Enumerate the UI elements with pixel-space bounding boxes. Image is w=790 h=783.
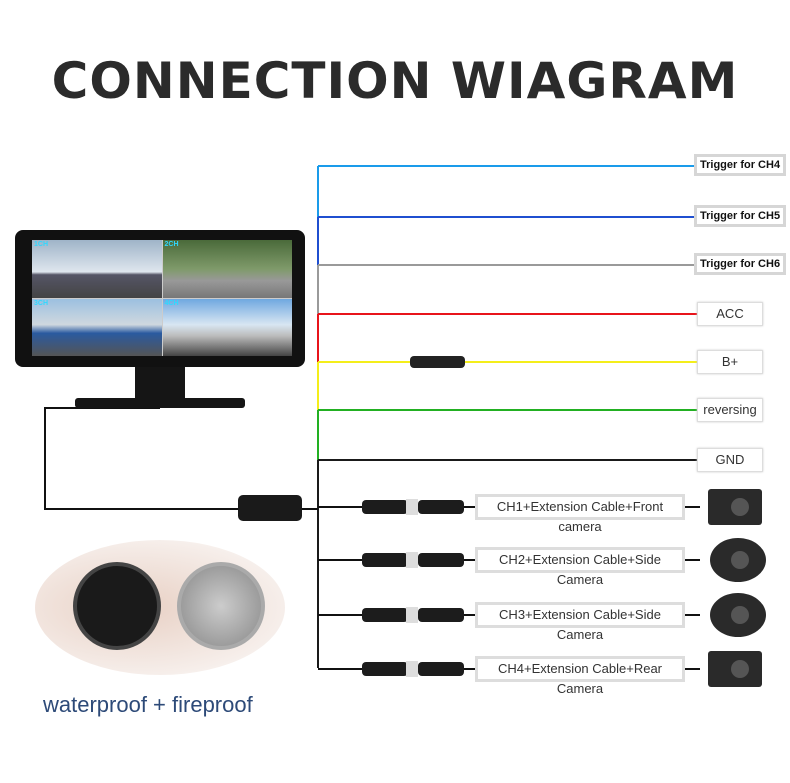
wire-label: Trigger for CH6 [694, 253, 787, 275]
monitor-screen: 1CH 2CH 3CH 4CH [32, 240, 292, 356]
aviation-connector [362, 662, 408, 676]
camera-channel-label: CH4+Extension Cable+Rear Camera [475, 656, 685, 696]
channel-label: 4CH [164, 299, 179, 307]
connector-caption: waterproof + fireproof [43, 692, 253, 717]
wire-label: B+ [697, 350, 763, 374]
channel-label: 2CH [164, 241, 179, 248]
aviation-connector [418, 608, 464, 622]
aviation-connector [362, 500, 408, 514]
monitor: 1CH 2CH 3CH 4CH [15, 230, 305, 367]
monitor-cable [44, 407, 240, 510]
wire-label: GND [697, 448, 763, 472]
inline-module [238, 495, 302, 521]
diagram-title: CONNECTION WIAGRAM [51, 52, 739, 110]
wire-label: ACC [697, 302, 763, 326]
fuse-holder [410, 356, 465, 368]
wire-label: Trigger for CH4 [694, 154, 787, 176]
male-connector-icon [177, 562, 265, 650]
connector-photo [35, 540, 285, 675]
wire-label: reversing [697, 398, 763, 422]
camera-channel-label: CH1+Extension Cable+Front camera [475, 494, 685, 534]
camera-channel-label: CH2+Extension Cable+Side Camera [475, 547, 685, 587]
channel-label: 3CH [34, 299, 49, 307]
aviation-connector [418, 662, 464, 676]
wire-label: Trigger for CH5 [694, 205, 787, 227]
aviation-connector [362, 608, 408, 622]
female-connector-icon [73, 562, 161, 650]
monitor-stand [135, 367, 185, 400]
channel-label: 1CH [34, 241, 49, 248]
aviation-connector [362, 553, 408, 567]
aviation-connector [418, 500, 464, 514]
camera-channel-label: CH3+Extension Cable+Side Camera [475, 602, 685, 642]
monitor-base [75, 398, 245, 408]
aviation-connector [418, 553, 464, 567]
